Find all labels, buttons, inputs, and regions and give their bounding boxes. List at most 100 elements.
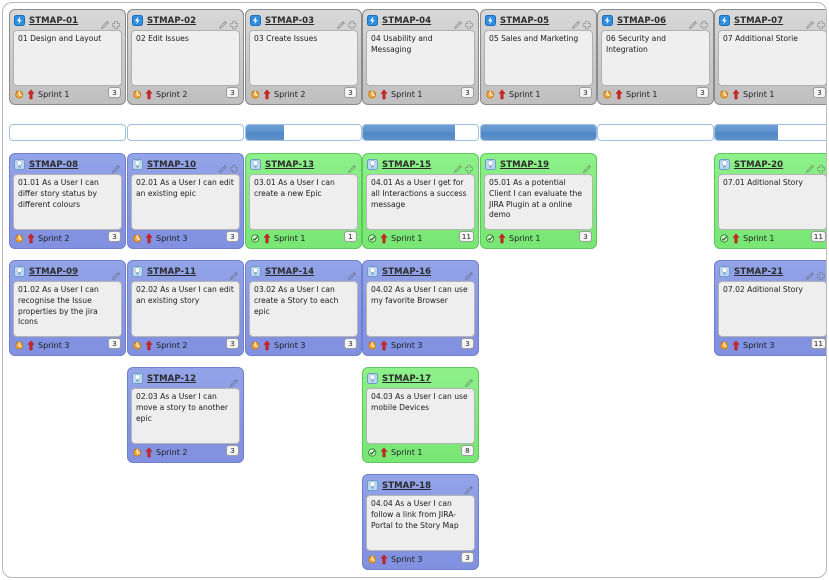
issue-key-link[interactable]: STMAP-07 bbox=[734, 15, 784, 26]
add-plus-icon[interactable] bbox=[347, 15, 357, 34]
edit-pencil-icon[interactable] bbox=[111, 159, 121, 178]
card-actions[interactable] bbox=[805, 15, 826, 34]
card-actions[interactable] bbox=[805, 159, 826, 178]
edit-pencil-icon[interactable] bbox=[229, 373, 239, 392]
sprint-open-icon bbox=[485, 85, 496, 104]
issue-key-link[interactable]: STMAP-15 bbox=[382, 159, 432, 170]
issue-key-link[interactable]: STMAP-17 bbox=[382, 373, 432, 384]
card-actions[interactable] bbox=[688, 15, 709, 34]
card-actions[interactable] bbox=[582, 159, 592, 178]
edit-pencil-icon[interactable] bbox=[229, 266, 239, 285]
edit-pencil-icon[interactable] bbox=[453, 15, 463, 34]
edit-pencil-icon[interactable] bbox=[464, 373, 474, 392]
issue-key-link[interactable]: STMAP-14 bbox=[265, 266, 315, 277]
issue-key-link[interactable]: STMAP-10 bbox=[147, 159, 197, 170]
card-actions[interactable] bbox=[453, 15, 474, 34]
issue-key-link[interactable]: STMAP-13 bbox=[265, 159, 315, 170]
add-plus-icon[interactable] bbox=[229, 159, 239, 178]
card-actions[interactable] bbox=[229, 373, 239, 392]
edit-pencil-icon[interactable] bbox=[218, 159, 228, 178]
card-actions[interactable] bbox=[111, 159, 121, 178]
edit-pencil-icon[interactable] bbox=[111, 266, 121, 285]
add-plus-icon[interactable] bbox=[816, 266, 826, 285]
issue-key-link[interactable]: STMAP-01 bbox=[29, 15, 79, 26]
issue-key-link[interactable]: STMAP-09 bbox=[29, 266, 79, 277]
issue-key-link[interactable]: STMAP-12 bbox=[147, 373, 197, 384]
card-actions[interactable] bbox=[218, 15, 239, 34]
issue-key-link[interactable]: STMAP-04 bbox=[382, 15, 432, 26]
card-actions[interactable] bbox=[218, 159, 239, 178]
issue-key-link[interactable]: STMAP-08 bbox=[29, 159, 79, 170]
edit-pencil-icon[interactable] bbox=[453, 159, 463, 178]
card-actions[interactable] bbox=[464, 480, 474, 499]
issue-key-link[interactable]: STMAP-05 bbox=[500, 15, 550, 26]
issue-key-link[interactable]: STMAP-18 bbox=[382, 480, 432, 491]
issue-key-link[interactable]: STMAP-19 bbox=[500, 159, 550, 170]
edit-pencil-icon[interactable] bbox=[805, 15, 815, 34]
add-plus-icon[interactable] bbox=[111, 15, 121, 34]
issue-key-link[interactable]: STMAP-06 bbox=[617, 15, 667, 26]
issue-key-link[interactable]: STMAP-02 bbox=[147, 15, 197, 26]
add-plus-icon[interactable] bbox=[229, 15, 239, 34]
add-plus-icon[interactable] bbox=[816, 15, 826, 34]
issue-key-link[interactable]: STMAP-21 bbox=[734, 266, 784, 277]
card-actions[interactable] bbox=[347, 266, 357, 285]
edit-pencil-icon[interactable] bbox=[688, 15, 698, 34]
edit-pencil-icon[interactable] bbox=[805, 159, 815, 178]
add-plus-icon[interactable] bbox=[816, 159, 826, 178]
edit-pencil-icon[interactable] bbox=[464, 480, 474, 499]
issue-key-link[interactable]: STMAP-20 bbox=[734, 159, 784, 170]
edit-pencil-icon[interactable] bbox=[464, 266, 474, 285]
card-actions[interactable] bbox=[464, 266, 474, 285]
edit-pencil-icon[interactable] bbox=[805, 266, 815, 285]
card-status-icons bbox=[250, 85, 271, 104]
card-actions[interactable] bbox=[571, 15, 592, 34]
card-actions[interactable] bbox=[229, 266, 239, 285]
edit-pencil-icon[interactable] bbox=[336, 15, 346, 34]
card-actions[interactable] bbox=[111, 266, 121, 285]
edit-pencil-icon[interactable] bbox=[218, 15, 228, 34]
edit-pencil-icon[interactable] bbox=[571, 15, 581, 34]
add-plus-icon[interactable] bbox=[464, 159, 474, 178]
issue-key-link[interactable]: STMAP-11 bbox=[147, 266, 197, 277]
card-actions[interactable] bbox=[805, 266, 826, 285]
edit-pencil-icon[interactable] bbox=[347, 159, 357, 178]
card-actions[interactable] bbox=[336, 15, 357, 34]
card-actions[interactable] bbox=[464, 373, 474, 392]
edit-pencil-icon[interactable] bbox=[582, 159, 592, 178]
card-actions[interactable] bbox=[347, 159, 357, 178]
priority-major-icon bbox=[27, 85, 35, 104]
add-plus-icon[interactable] bbox=[582, 15, 592, 34]
edit-pencil-icon[interactable] bbox=[347, 266, 357, 285]
card-actions[interactable] bbox=[453, 159, 474, 178]
edit-pencil-icon[interactable] bbox=[100, 15, 110, 34]
add-plus-icon[interactable] bbox=[699, 15, 709, 34]
card-actions[interactable] bbox=[100, 15, 121, 34]
issue-key-link[interactable]: STMAP-03 bbox=[265, 15, 315, 26]
add-plus-icon[interactable] bbox=[464, 15, 474, 34]
card-summary: 01 Design and Layout bbox=[13, 30, 122, 86]
issue-key-link[interactable]: STMAP-16 bbox=[382, 266, 432, 277]
